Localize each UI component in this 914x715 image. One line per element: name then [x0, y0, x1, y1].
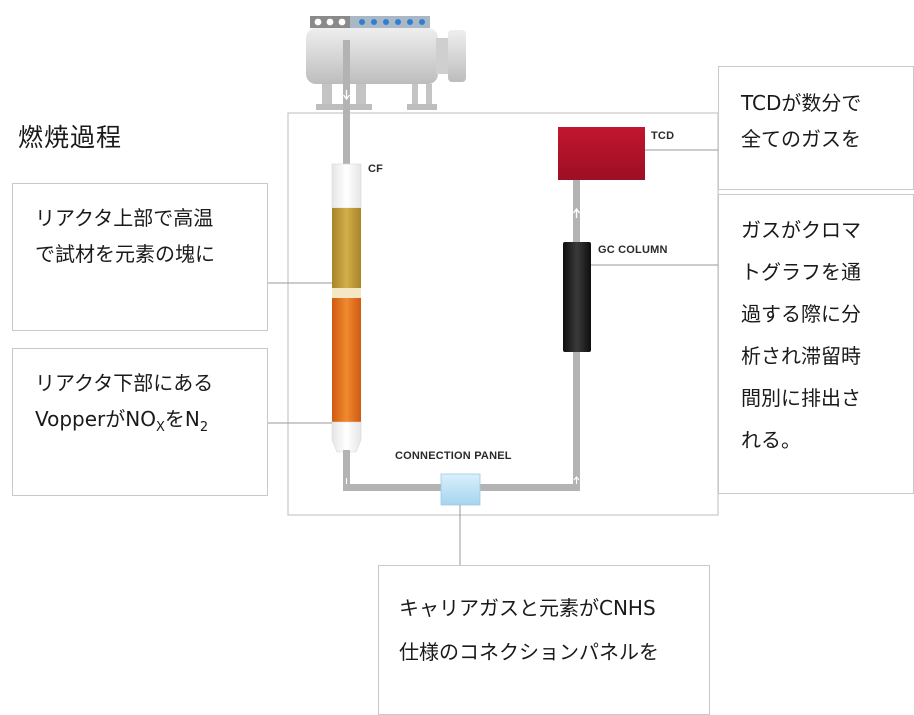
callout-line: れる。	[741, 428, 801, 452]
callout-reactor-bottom: リアクタ下部にある VopperがNOXをN2	[12, 348, 268, 496]
callout-line: 析され滞留時	[741, 344, 861, 368]
tcd-label: TCD	[651, 130, 675, 142]
feed-tube	[343, 40, 350, 164]
connection-panel-block	[440, 473, 481, 506]
callout-line: 全てのガスを	[741, 127, 861, 151]
callout-tcd: TCDが数分で 全てのガスを	[718, 66, 914, 190]
gc-column-cylinder	[563, 242, 591, 352]
callout-line: リアクタ上部で高温	[35, 206, 214, 230]
subscript: 2	[199, 420, 209, 435]
callout-text: をN	[164, 407, 200, 431]
callout-connection-panel: キャリアガスと元素がCNHS 仕様のコネクションパネルを	[378, 565, 710, 715]
callout-line: で試材を元素の塊に	[35, 242, 215, 266]
callout-text: VopperがNO	[35, 407, 156, 431]
page-title: 燃焼過程	[18, 123, 123, 152]
callout-gc: ガスがクロマ トグラフを通 過する際に分 析され滞留時 間別に排出さ れる。	[718, 194, 914, 494]
subscript: X	[156, 420, 165, 435]
connection-panel-label: CONNECTION PANEL	[395, 450, 512, 462]
callout-line: VopperがNOXをN2	[35, 401, 267, 437]
callout-line: リアクタ下部にある	[35, 371, 214, 395]
callout-line: 仕様のコネクションパネルを	[399, 640, 659, 664]
callout-line: トグラフを通	[741, 260, 861, 284]
tcd-detector	[558, 127, 645, 180]
callout-reactor-top: リアクタ上部で高温 で試材を元素の塊に	[12, 183, 268, 331]
cf-label: CF	[368, 163, 384, 175]
gc-column-label: GC COLUMN	[598, 244, 668, 256]
callout-line: キャリアガスと元素がCNHS	[399, 596, 656, 620]
callout-line: TCDが数分で	[741, 91, 862, 115]
callout-line: 過する際に分	[741, 302, 861, 326]
callout-line: ガスがクロマ	[741, 218, 861, 242]
gas-line	[343, 180, 580, 491]
autosampler-unit	[306, 16, 466, 110]
leader-lines	[268, 149, 718, 565]
reactor-column	[331, 163, 362, 453]
callout-line: 間別に排出さ	[741, 386, 861, 410]
